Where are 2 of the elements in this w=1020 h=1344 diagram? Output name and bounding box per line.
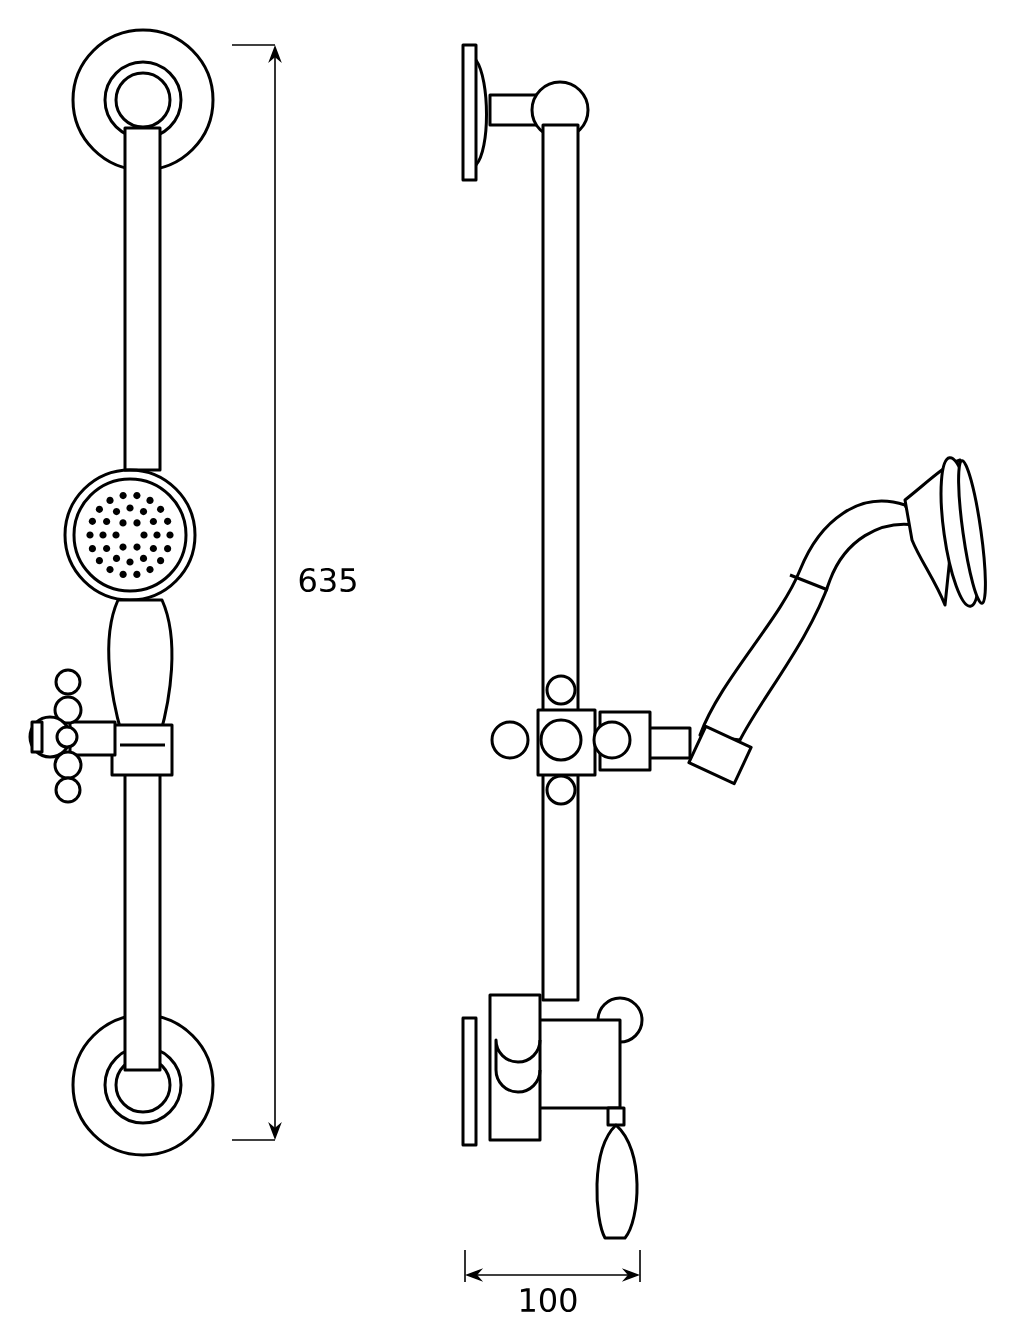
dimension-label: 100 — [521, 1287, 577, 1313]
dimension-label: 635 — [299, 567, 356, 593]
